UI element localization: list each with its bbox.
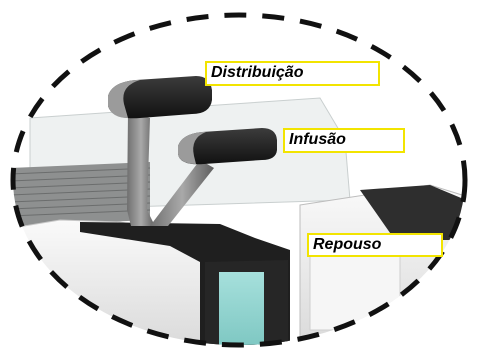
- label-infusao: Infusão: [283, 128, 405, 153]
- label-distribuicao: Distribuição: [205, 61, 380, 86]
- lever-arm-infusao: [150, 160, 214, 226]
- lever-cap-infusao: [178, 128, 277, 165]
- lever-cap-distribuicao-shade: [108, 80, 140, 118]
- lever-cap-distribuicao: [108, 76, 212, 119]
- lever-arm-distribuicao: [127, 112, 155, 226]
- right-housing-dark-edge: [360, 185, 465, 240]
- display-panel: [219, 272, 264, 345]
- lever-cap-infusao-shade: [178, 132, 206, 164]
- grille: [13, 162, 151, 226]
- label-repouso: Repouso: [307, 233, 443, 257]
- right-tray: [309, 249, 401, 331]
- dashed-oval-frame: [10, 12, 468, 348]
